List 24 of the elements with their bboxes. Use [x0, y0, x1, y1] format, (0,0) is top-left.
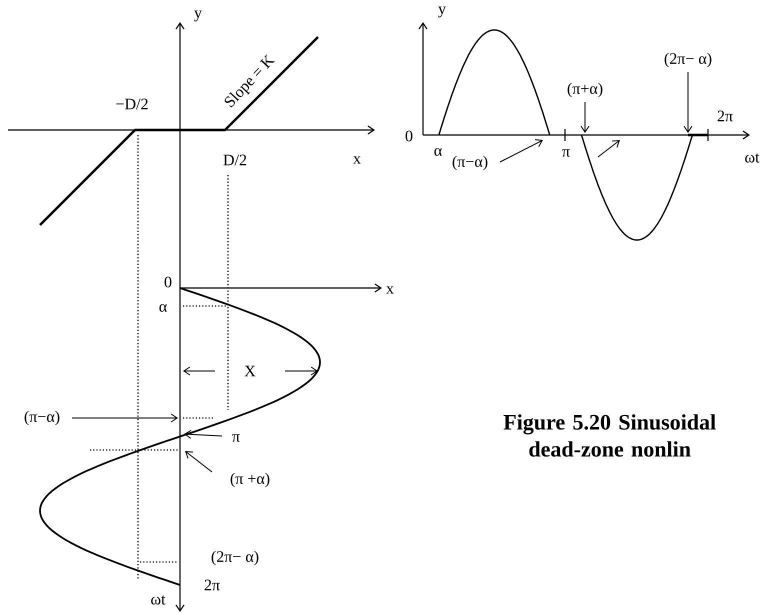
figure-caption: Figure 5.20 Sinusoidal dead-zone nonlin	[504, 414, 716, 457]
axis-label: (π−α)	[24, 410, 60, 426]
axis-label: −D/2	[116, 98, 148, 110]
axis-label: y	[438, 6, 446, 18]
axis-label: 2π	[204, 580, 220, 590]
axis-label: ωt	[745, 153, 760, 163]
axis-label: ωt	[151, 595, 166, 605]
axis-label: x	[386, 286, 394, 294]
axis-label: (π+α)	[568, 82, 602, 98]
axis-label: α	[159, 304, 167, 312]
axis-label: 2π	[718, 110, 733, 122]
axis-label: 0	[164, 276, 172, 288]
axis-label: X	[244, 366, 256, 376]
axis-label: (π−α)	[452, 156, 488, 170]
axis-label: (2π− α)	[664, 52, 712, 68]
axis-label: 0	[406, 130, 412, 142]
axis-label: α	[434, 148, 442, 156]
axis-label: x	[353, 156, 361, 164]
axis-label: D/2	[223, 154, 246, 166]
axis-label: (2π− α)	[212, 550, 258, 566]
axis-label: (π +α)	[230, 472, 270, 488]
axis-label: π	[562, 149, 570, 157]
axis-label: π	[232, 434, 240, 442]
axis-label: y	[194, 10, 202, 22]
